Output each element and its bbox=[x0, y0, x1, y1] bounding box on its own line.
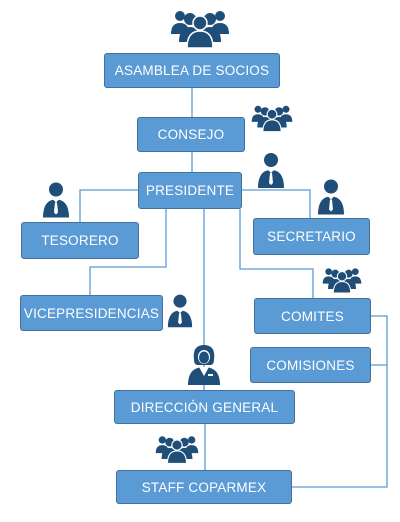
direccion-general-box: DIRECCIÓN GENERAL bbox=[114, 390, 295, 424]
group-icon bbox=[155, 436, 199, 464]
group-icon bbox=[251, 105, 293, 133]
person-icon bbox=[258, 153, 284, 188]
vicepresidencias-box: VICEPRESIDENCIAS bbox=[20, 295, 163, 331]
comites-box: COMITES bbox=[254, 298, 371, 334]
connector-comites-staff bbox=[292, 315, 388, 488]
asamblea-de-socios-box: ASAMBLEA DE SOCIOS bbox=[104, 53, 280, 88]
connector-presidente-tesorero bbox=[79, 189, 138, 222]
tesorero-box: TESORERO bbox=[21, 222, 139, 259]
connector-presidente-secretario bbox=[242, 189, 311, 218]
comisiones-box: COMISIONES bbox=[250, 347, 371, 383]
connector-presidente-comites bbox=[239, 209, 314, 298]
connector-presidente-vicepresidencias bbox=[89, 209, 167, 295]
group-icon bbox=[322, 268, 362, 294]
person-icon bbox=[167, 294, 193, 328]
group-icon bbox=[171, 11, 229, 48]
woman-icon bbox=[188, 345, 220, 385]
consejo-box: CONSEJO bbox=[137, 117, 245, 152]
staff-coparmex-box: STAFF COPARMEX bbox=[116, 470, 292, 504]
person-icon bbox=[318, 179, 344, 215]
presidente-box: PRESIDENTE bbox=[138, 172, 242, 209]
secretario-box: SECRETARIO bbox=[253, 218, 370, 255]
person-icon bbox=[43, 182, 69, 218]
